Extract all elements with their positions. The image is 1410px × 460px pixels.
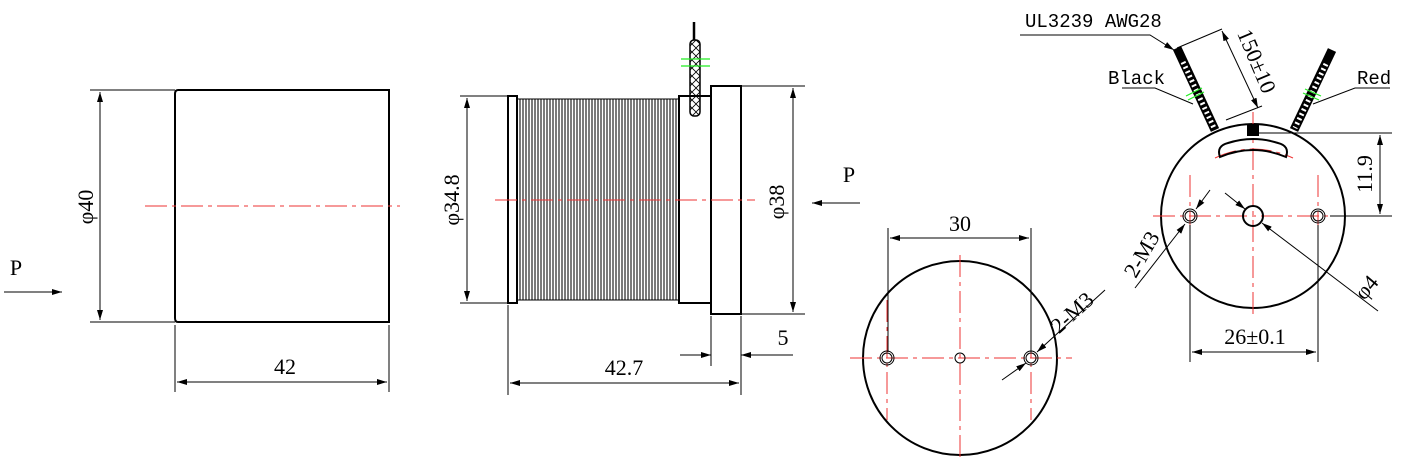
center-hole-label: φ4 [1349,270,1383,304]
coil-side-view: φ34.8 φ38 P 42.7 5 [439,22,860,395]
mount-hole [879,350,895,366]
rear-end-view: UL3239 AWG28 Black Red 150±10 11.9 26±0.… [1020,11,1392,362]
length-label: 42.7 [605,355,644,380]
length-label: 42 [274,354,296,379]
flange-diameter-label: φ38 [764,185,789,220]
flange-width-label: 5 [778,325,789,350]
front-end-view: 30 2-M3 [850,211,1106,460]
center-hole [954,352,966,364]
cable-label: UL3239 AWG28 [1025,11,1162,33]
lead-wire [689,39,701,117]
coil-diameter-label: φ34.8 [439,174,464,225]
rear-holes-label: 2-M3 [1118,227,1164,282]
red-wire [1289,48,1337,132]
red-label: Red [1357,68,1391,90]
diameter-label: φ40 [73,190,98,225]
direction-label: P [843,162,855,187]
black-label: Black [1108,68,1165,90]
mount-hole [1310,208,1326,224]
wire-exit [1247,124,1259,136]
housing-outline [174,89,390,323]
mount-hole [1182,208,1198,224]
wire-slot [1218,138,1288,159]
lead-length-label: 150±10 [1232,25,1281,97]
hole-spacing-label: 26±0.1 [1224,324,1286,349]
slot-offset-label: 11.9 [1352,155,1377,193]
black-wire [1172,46,1220,132]
hole-spacing-label: 30 [949,211,971,236]
center-hole [1242,205,1264,227]
direction-label: P [10,255,22,280]
housing-side-view: φ40 42 P [4,89,400,392]
